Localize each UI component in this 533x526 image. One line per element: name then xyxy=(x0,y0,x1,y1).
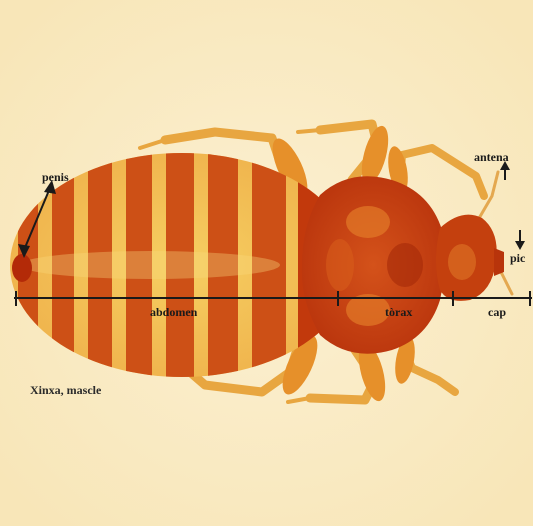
caption: Xinxa, mascle xyxy=(30,383,102,397)
leg-upper-middle-tarsus xyxy=(298,130,320,132)
label-torax: tòrax xyxy=(385,305,412,319)
label-penis: penis xyxy=(42,170,69,184)
thorax-body xyxy=(302,176,445,353)
label-abdomen: abdomen xyxy=(150,305,198,319)
proboscis xyxy=(494,248,504,276)
label-antena: antena xyxy=(474,150,509,164)
label-cap: cap xyxy=(488,305,506,319)
abdomen-tip xyxy=(12,254,32,282)
label-pic: pic xyxy=(510,251,526,265)
